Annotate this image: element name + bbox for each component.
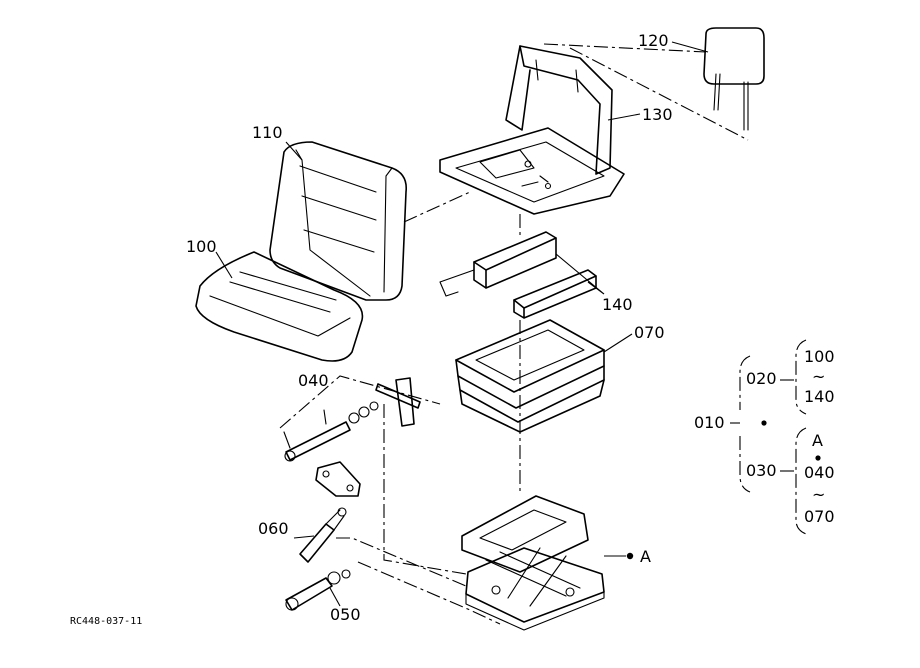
tree-g1-tilde: ~	[812, 367, 825, 386]
callout-130: 130	[642, 105, 673, 124]
assembly-tree: 010 020 100 ~ 140 030 A 040 ~ 070	[694, 339, 835, 535]
back-cushion-110	[269, 141, 408, 301]
tree-g2-to: 070	[804, 507, 835, 526]
callout-070: 070	[634, 323, 665, 342]
tree-g2-tilde: ~	[812, 485, 825, 504]
callout-050: 050	[330, 605, 361, 624]
adjuster-kit-040	[283, 377, 421, 497]
drawing-code: RC448-037-11	[70, 616, 142, 627]
headrest-120	[703, 27, 765, 131]
tree-g1-to: 140	[804, 387, 835, 406]
tree-g2-from: 040	[804, 463, 835, 482]
bellows-cover-070	[455, 319, 605, 433]
callout-040: 040	[298, 371, 329, 390]
callout-060: 060	[258, 519, 289, 538]
point-a-marker	[626, 552, 634, 560]
tree-group-020: 020	[746, 369, 777, 388]
callout-a: A	[640, 547, 651, 566]
suspension-base	[461, 495, 605, 631]
seat-frame-130	[439, 45, 625, 215]
tree-g1-from: 100	[804, 347, 835, 366]
gas-spring-060	[299, 507, 347, 563]
callout-120: 120	[638, 31, 669, 50]
callout-100: 100	[186, 237, 217, 256]
tree-root-010: 010	[694, 413, 725, 432]
slide-rails-140	[439, 231, 597, 319]
assembly-lines	[279, 43, 749, 625]
tree-g2-extra: A	[812, 431, 823, 450]
seat-cushion-100	[195, 251, 364, 362]
tree-group-030: 030	[746, 461, 777, 480]
callout-140: 140	[602, 295, 633, 314]
leader-lines	[215, 41, 709, 607]
adjuster-050	[285, 569, 351, 611]
callout-110: 110	[252, 123, 283, 142]
